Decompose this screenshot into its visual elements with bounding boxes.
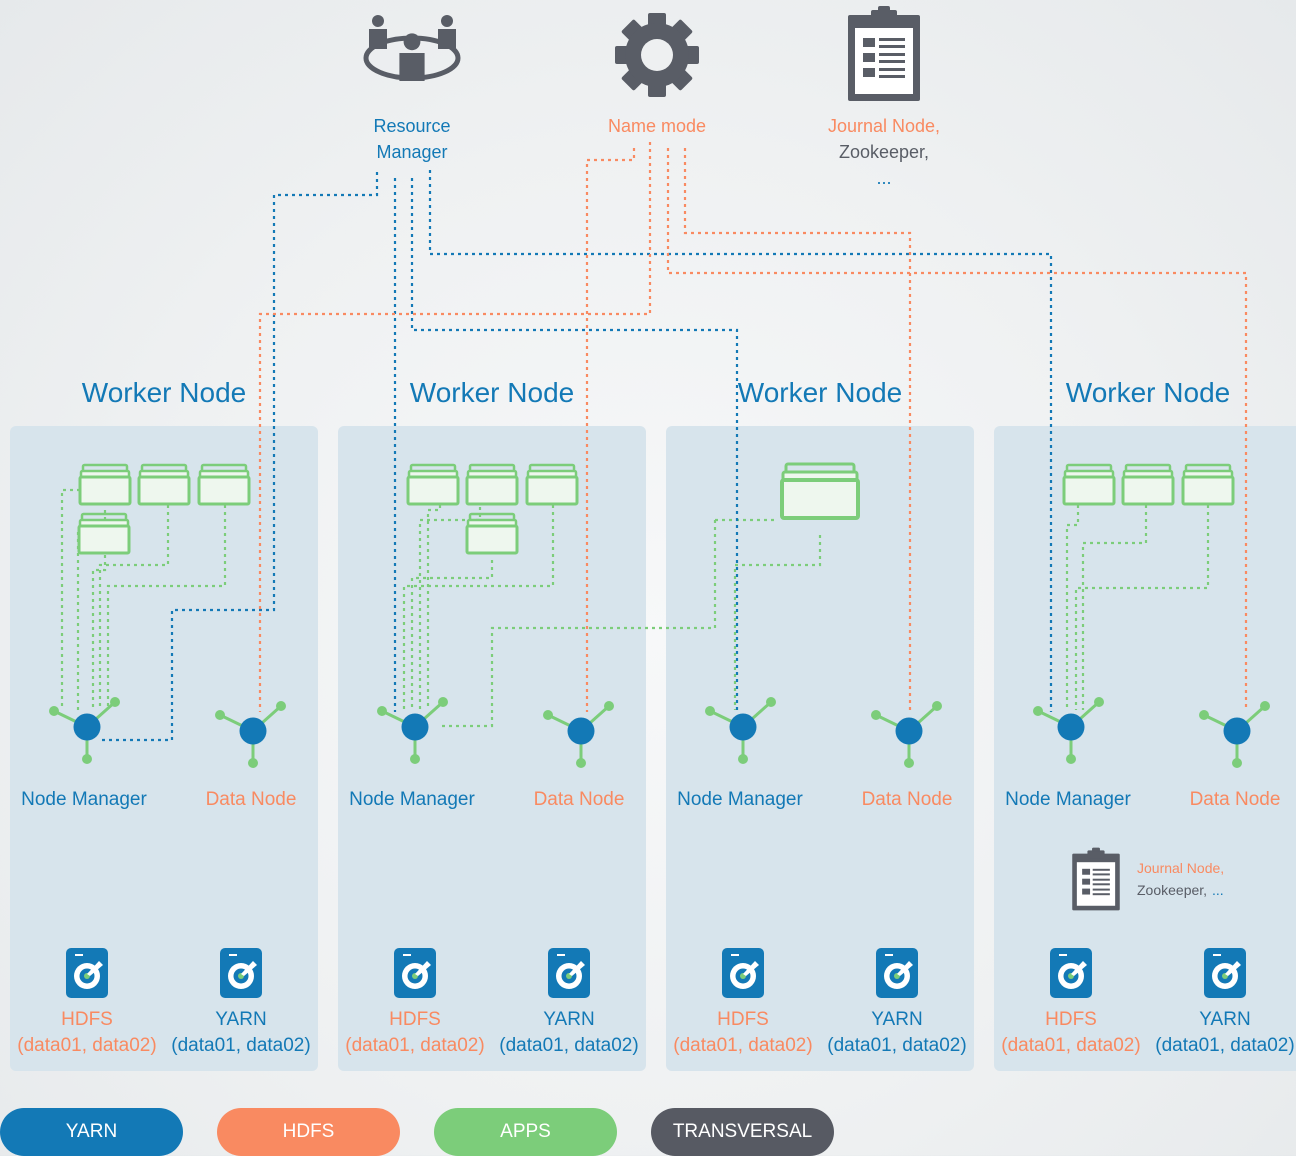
- zookeeper-small-label: Zookeeper,: [1137, 882, 1207, 898]
- hdd-icon: [393, 947, 437, 999]
- disk-labels: HDFS (data01, data02) YARN (data01, data…: [17, 1009, 1294, 1056]
- users-group-icon: [363, 15, 461, 81]
- ellipsis-label: ...: [876, 168, 891, 188]
- hdd-icon: [219, 947, 263, 999]
- yarn-disk-sub-4: (data01, data02): [1155, 1035, 1294, 1056]
- resource-manager-label-2: Manager: [376, 142, 447, 162]
- hdd-icon: [547, 947, 591, 999]
- app-box-icon: [465, 512, 519, 555]
- yarn-disk-sub-2: (data01, data02): [499, 1035, 638, 1056]
- hdfs-disk-sub-4: (data01, data02): [1001, 1035, 1140, 1056]
- app-box-icon: [197, 463, 251, 506]
- app-box-icon: [78, 463, 132, 506]
- hdd-icon: [65, 947, 109, 999]
- hdfs-disk-title-3: HDFS: [717, 1009, 769, 1030]
- app-box-large-icon: [780, 462, 860, 520]
- hdfs-disk-sub-3: (data01, data02): [673, 1035, 812, 1056]
- app-box-icon: [77, 512, 131, 555]
- yarn-disk-sub-1: (data01, data02): [171, 1035, 310, 1056]
- legend-transversal: TRANSVERSAL: [651, 1108, 834, 1156]
- node-manager-label-3: Node Manager: [677, 789, 803, 810]
- journal-node-label: Journal Node,: [828, 116, 940, 136]
- name-node-label: Name mode: [608, 116, 706, 136]
- worker-node-panel-4: [994, 426, 1296, 1071]
- legend-apps: APPS: [434, 1108, 617, 1156]
- worker-node-panel-1: [10, 426, 318, 1071]
- yarn-disk-title-4: YARN: [1199, 1009, 1250, 1030]
- yarn-disk-title-2: YARN: [543, 1009, 594, 1030]
- hdfs-disk-title-1: HDFS: [61, 1009, 113, 1030]
- hdfs-disk-title-4: HDFS: [1045, 1009, 1097, 1030]
- data-node-label-4: Data Node: [1190, 789, 1281, 810]
- hdfs-connectors: [258, 142, 1248, 712]
- node-manager-label-1: Node Manager: [21, 789, 147, 810]
- ellipsis-small-label: ...: [1212, 882, 1224, 898]
- worker-node-title-2: Worker Node: [410, 377, 574, 408]
- legend-hdfs: HDFS: [217, 1108, 400, 1156]
- yarn-disk-sub-3: (data01, data02): [827, 1035, 966, 1056]
- worker-node-title-1: Worker Node: [82, 377, 246, 408]
- hdd-icon: [1203, 947, 1247, 999]
- zookeeper-label: Zookeeper,: [839, 142, 929, 162]
- yarn-disk-title-3: YARN: [871, 1009, 922, 1030]
- worker-node-title-4: Worker Node: [1066, 377, 1230, 408]
- legend-yarn: YARN: [0, 1108, 183, 1156]
- app-box-icon: [525, 463, 579, 506]
- data-node-label-3: Data Node: [862, 789, 953, 810]
- data-node-label-1: Data Node: [206, 789, 297, 810]
- worker-node-panel-2: [338, 426, 646, 1071]
- app-box-icon: [406, 463, 460, 506]
- clipboard-small-icon: [1072, 847, 1120, 911]
- data-node-label-2: Data Node: [534, 789, 625, 810]
- app-box-icon: [1062, 463, 1116, 506]
- disk-icons: [65, 947, 1247, 999]
- yarn-disk-title-1: YARN: [215, 1009, 266, 1030]
- hdd-icon: [721, 947, 765, 999]
- hdfs-disk-sub-1: (data01, data02): [17, 1035, 156, 1056]
- app-box-icon: [1121, 463, 1175, 506]
- gear-icon: [615, 13, 699, 97]
- journal-node-small-label: Journal Node,: [1137, 860, 1224, 876]
- clipboard-icon: [848, 6, 920, 101]
- app-box-icon: [1181, 463, 1235, 506]
- worker-node-title-3: Worker Node: [738, 377, 902, 408]
- hdfs-disk-title-2: HDFS: [389, 1009, 441, 1030]
- hdd-icon: [1049, 947, 1093, 999]
- node-manager-label-2: Node Manager: [349, 789, 475, 810]
- node-manager-label-4: Node Manager: [1005, 789, 1131, 810]
- hdfs-disk-sub-2: (data01, data02): [345, 1035, 484, 1056]
- worker-node-panel-3: [666, 426, 974, 1071]
- app-box-icon: [137, 463, 191, 506]
- resource-manager-label-1: Resource: [373, 116, 450, 136]
- hdd-icon: [875, 947, 919, 999]
- app-box-icon: [465, 463, 519, 506]
- yarn-connectors: [102, 170, 1053, 742]
